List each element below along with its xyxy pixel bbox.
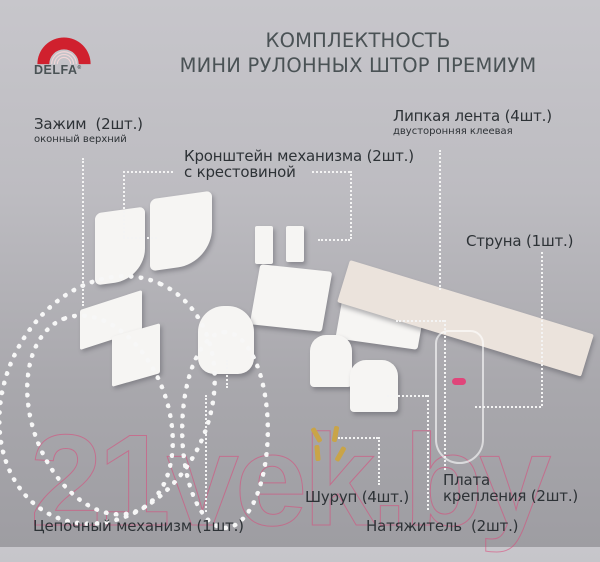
label-screw-name: Шуруп (4шт.) xyxy=(305,488,409,506)
string-ring xyxy=(452,378,466,385)
leader-screw-v xyxy=(378,437,380,485)
label-tape: Липкая лента (4шт.) двусторонняя клеевая xyxy=(393,106,552,137)
screw-3 xyxy=(314,444,321,462)
delfa-logo-icon xyxy=(37,37,91,65)
screw-1 xyxy=(310,426,323,444)
leader-chain xyxy=(205,395,207,512)
label-screw: Шуруп (4шт.) xyxy=(305,487,409,506)
leader-tensioner xyxy=(387,395,427,397)
label-clamp-name: Зажим (2шт.) xyxy=(34,115,143,133)
title-line-1: КОМПЛЕКТНОСТЬ xyxy=(265,29,451,52)
label-bracket-name: Кронштейн механизма (2шт.) xyxy=(184,147,414,165)
label-chain-name: Цепочный механизм (1шт.) xyxy=(33,517,244,535)
leader-string-h xyxy=(475,406,541,408)
leader-clamp xyxy=(82,158,84,306)
title-line-2: МИНИ РУЛОННЫХ ШТОР ПРЕМИУМ xyxy=(179,54,537,77)
leader-bracket-right-h2 xyxy=(318,239,350,241)
string-coil xyxy=(435,330,484,464)
label-tensioner: Натяжитель (2шт.) xyxy=(366,516,519,535)
label-clamp-note: оконный верхний xyxy=(34,134,127,145)
leader-bracket-left-v xyxy=(123,171,125,237)
screw-4 xyxy=(334,445,347,463)
label-clamp: Зажим (2шт.) оконный верхний xyxy=(34,114,143,145)
leader-bracket-left-h2 xyxy=(123,237,157,239)
bead-chain-loop-3 xyxy=(180,330,270,530)
brand-name: DELFA® xyxy=(34,63,82,77)
label-bracket-note: с крестовиной xyxy=(184,163,296,181)
screw-2 xyxy=(331,425,340,443)
leader-string xyxy=(541,252,543,406)
label-tensioner-name: Натяжитель (2шт.) xyxy=(366,517,519,535)
label-tape-name: Липкая лента (4шт.) xyxy=(393,107,552,125)
tensioner-2 xyxy=(350,360,398,412)
bracket-cross-1 xyxy=(255,226,273,264)
leader-screw xyxy=(338,437,378,439)
page-title: КОМПЛЕКТНОСТЬ МИНИ РУЛОННЫХ ШТОР ПРЕМИУМ xyxy=(138,28,578,78)
mount-plate-1 xyxy=(249,264,333,332)
leader-bracket-right xyxy=(312,171,350,173)
tensioner-1 xyxy=(310,335,352,387)
label-string: Струна (1шт.) xyxy=(466,231,573,250)
leader-bracket-right-v xyxy=(350,171,352,239)
label-plate-name: Плата xyxy=(443,471,490,489)
leader-tensioner-v xyxy=(427,395,429,510)
label-plate-name-2: крепления (2шт.) xyxy=(443,487,579,505)
label-bracket: Кронштейн механизма (2шт.) с крестовиной xyxy=(184,148,414,180)
leader-bracket-left xyxy=(123,171,173,173)
leader-plate xyxy=(396,320,444,322)
clamp-part-2 xyxy=(150,190,212,272)
bracket-cross-2 xyxy=(286,226,304,262)
leader-mechanism xyxy=(226,360,228,388)
label-string-name: Струна (1шт.) xyxy=(466,232,574,250)
label-chain: Цепочный механизм (1шт.) xyxy=(33,516,244,535)
leader-plate-v xyxy=(444,320,446,470)
leader-tape xyxy=(439,150,441,290)
label-plate: Плата крепления (2шт.) xyxy=(443,472,578,504)
label-tape-note: двусторонняя клеевая xyxy=(393,126,513,137)
